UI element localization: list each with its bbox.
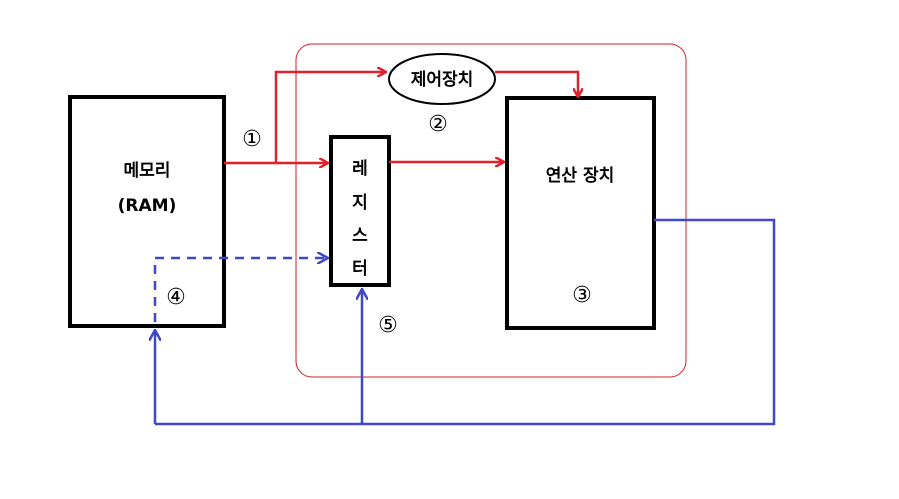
control-to-alu-arrow [495, 70, 578, 97]
register-char-2: 지 [352, 193, 368, 213]
control-unit-label: 제어장치 [411, 70, 474, 90]
cpu-boundary [295, 43, 687, 378]
memory-box [68, 95, 226, 328]
step-marker-5: ⑤ [378, 313, 398, 338]
memory-label: 메모리 [124, 161, 171, 181]
alu-box [505, 96, 656, 330]
register-char-3: 스 [352, 226, 368, 246]
memory-to-control-arrow [274, 72, 386, 163]
step-marker-1: ① [242, 127, 262, 152]
memory-sublabel: (RAM) [118, 196, 177, 216]
register-char-4: 터 [352, 259, 368, 279]
control-unit-ellipse [388, 53, 496, 105]
alu-result-line [155, 218, 776, 426]
alu-label: 연산 장치 [546, 166, 614, 186]
step-marker-3: ③ [572, 283, 592, 308]
step-marker-4: ④ [166, 285, 186, 310]
register-box [329, 135, 391, 287]
memory-to-register-dashed-arrow [153, 258, 328, 322]
register-char-1: 레 [352, 159, 368, 179]
step-marker-2: ② [428, 112, 448, 137]
